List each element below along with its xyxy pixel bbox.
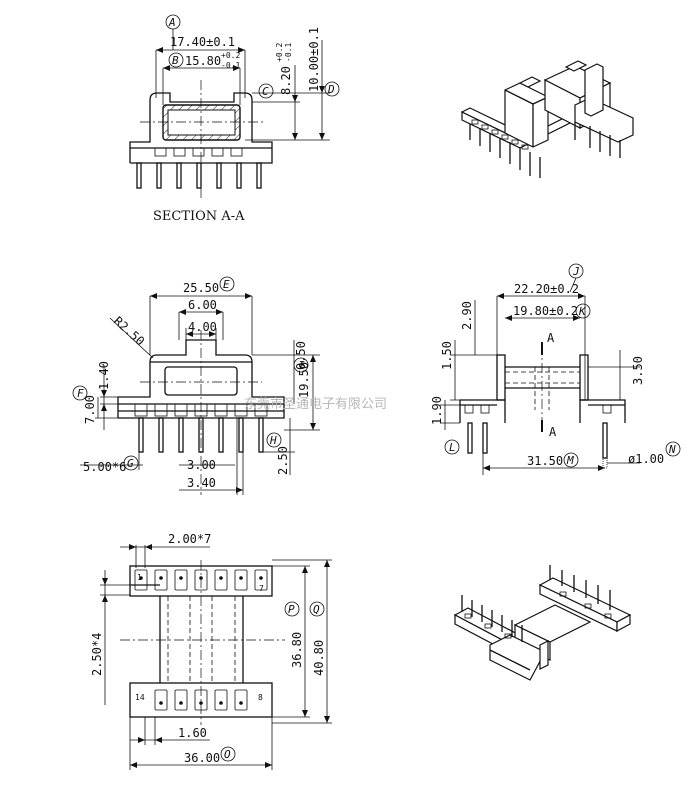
front-view: 25.50 E 6.00 4.00 R2.50: [72, 276, 320, 495]
section-mark-bottom: A: [549, 425, 557, 439]
dim-31-50: 31.50: [527, 454, 563, 468]
dim-19-50: 19.50: [297, 362, 311, 398]
label-l: L: [449, 441, 456, 454]
label-b: B: [172, 54, 179, 67]
dim-5-00x6: 5.00*6: [83, 460, 126, 474]
dim-r2-50: R2.50: [111, 314, 147, 349]
dim-8-20-upper-tol: +0.2: [275, 43, 284, 62]
dim-2-50x4: 2.50*4: [90, 633, 104, 676]
dim-40-80: 40.80: [312, 640, 326, 676]
section-mark-top: A: [547, 331, 555, 345]
dim-8-20: 8.20: [279, 66, 293, 95]
label-c: C: [262, 85, 269, 98]
dim-0-50: 0.50: [294, 341, 308, 370]
label-g: G: [127, 457, 134, 470]
dim-1-50: 1.50: [440, 341, 454, 370]
label-k: K: [578, 305, 587, 318]
label-q: Q: [313, 603, 320, 616]
dim-4-00: 4.00: [188, 320, 217, 334]
dim-3-40: 3.40: [187, 476, 216, 490]
dim-1-60: 1.60: [178, 726, 207, 740]
dim-2-50: 2.50: [276, 446, 290, 475]
label-i: I: [298, 359, 305, 372]
dim-6-00: 6.00: [188, 298, 217, 312]
watermark: 东莞市圣通电子有限公司: [244, 396, 387, 412]
dim-1-40: 1.40: [97, 361, 111, 390]
section-title: SECTION A-A: [153, 209, 245, 224]
dim-2-00x7: 2.00*7: [168, 532, 211, 546]
dim-3-00: 3.00: [187, 458, 216, 472]
dim-17-40: 17.40±0.1: [170, 35, 235, 49]
dim-10-00: 10.00±0.1: [307, 27, 321, 92]
dim-8-20-lower-tol: -0.1: [284, 43, 293, 62]
label-j: J: [572, 265, 580, 278]
label-d: D: [327, 83, 335, 96]
dim-3-50: 3.50: [631, 356, 645, 385]
label-n: N: [668, 443, 676, 456]
dim-19-80: 19.80±0.2: [513, 304, 578, 318]
label-f: F: [77, 387, 84, 400]
dim-1-90: 1.90: [430, 396, 444, 425]
label-h: H: [269, 434, 277, 447]
pin-number-7: 7: [259, 584, 264, 593]
dim-22-20: 22.20±0.2: [514, 282, 579, 296]
dim-7-00: 7.00: [83, 395, 97, 424]
label-a: A: [168, 16, 176, 29]
dim-15-80-upper-tol: +0.2: [221, 51, 240, 60]
label-p: P: [288, 603, 295, 616]
label-m: M: [566, 454, 574, 467]
pin-number-8: 8: [258, 693, 263, 702]
dim-15-80-lower-tol: -0.1: [221, 61, 240, 70]
side-view: 22.20±0.2 J 19.80±0.2 K 2.90 A A: [430, 263, 681, 475]
dim-2-90: 2.90: [460, 301, 474, 330]
dim-25-50: 25.50: [183, 281, 219, 295]
section-view: 17.40±0.1 A B 15.80 +0.2 -0.1: [129, 14, 340, 224]
label-o: O: [224, 748, 231, 761]
isometric-view-top: [460, 60, 634, 178]
pin-number-1: 1: [137, 573, 142, 582]
dim-phi-1-00: ø1.00: [628, 452, 664, 466]
dim-36-80: 36.80: [290, 632, 304, 668]
dim-36-00: 36.00: [184, 751, 220, 765]
dim-15-80: 15.80: [185, 54, 221, 68]
isometric-view-bottom: [453, 565, 632, 681]
bottom-view: 2.00*7: [90, 532, 332, 770]
label-e: E: [223, 278, 230, 291]
pin-number-14: 14: [135, 693, 145, 702]
